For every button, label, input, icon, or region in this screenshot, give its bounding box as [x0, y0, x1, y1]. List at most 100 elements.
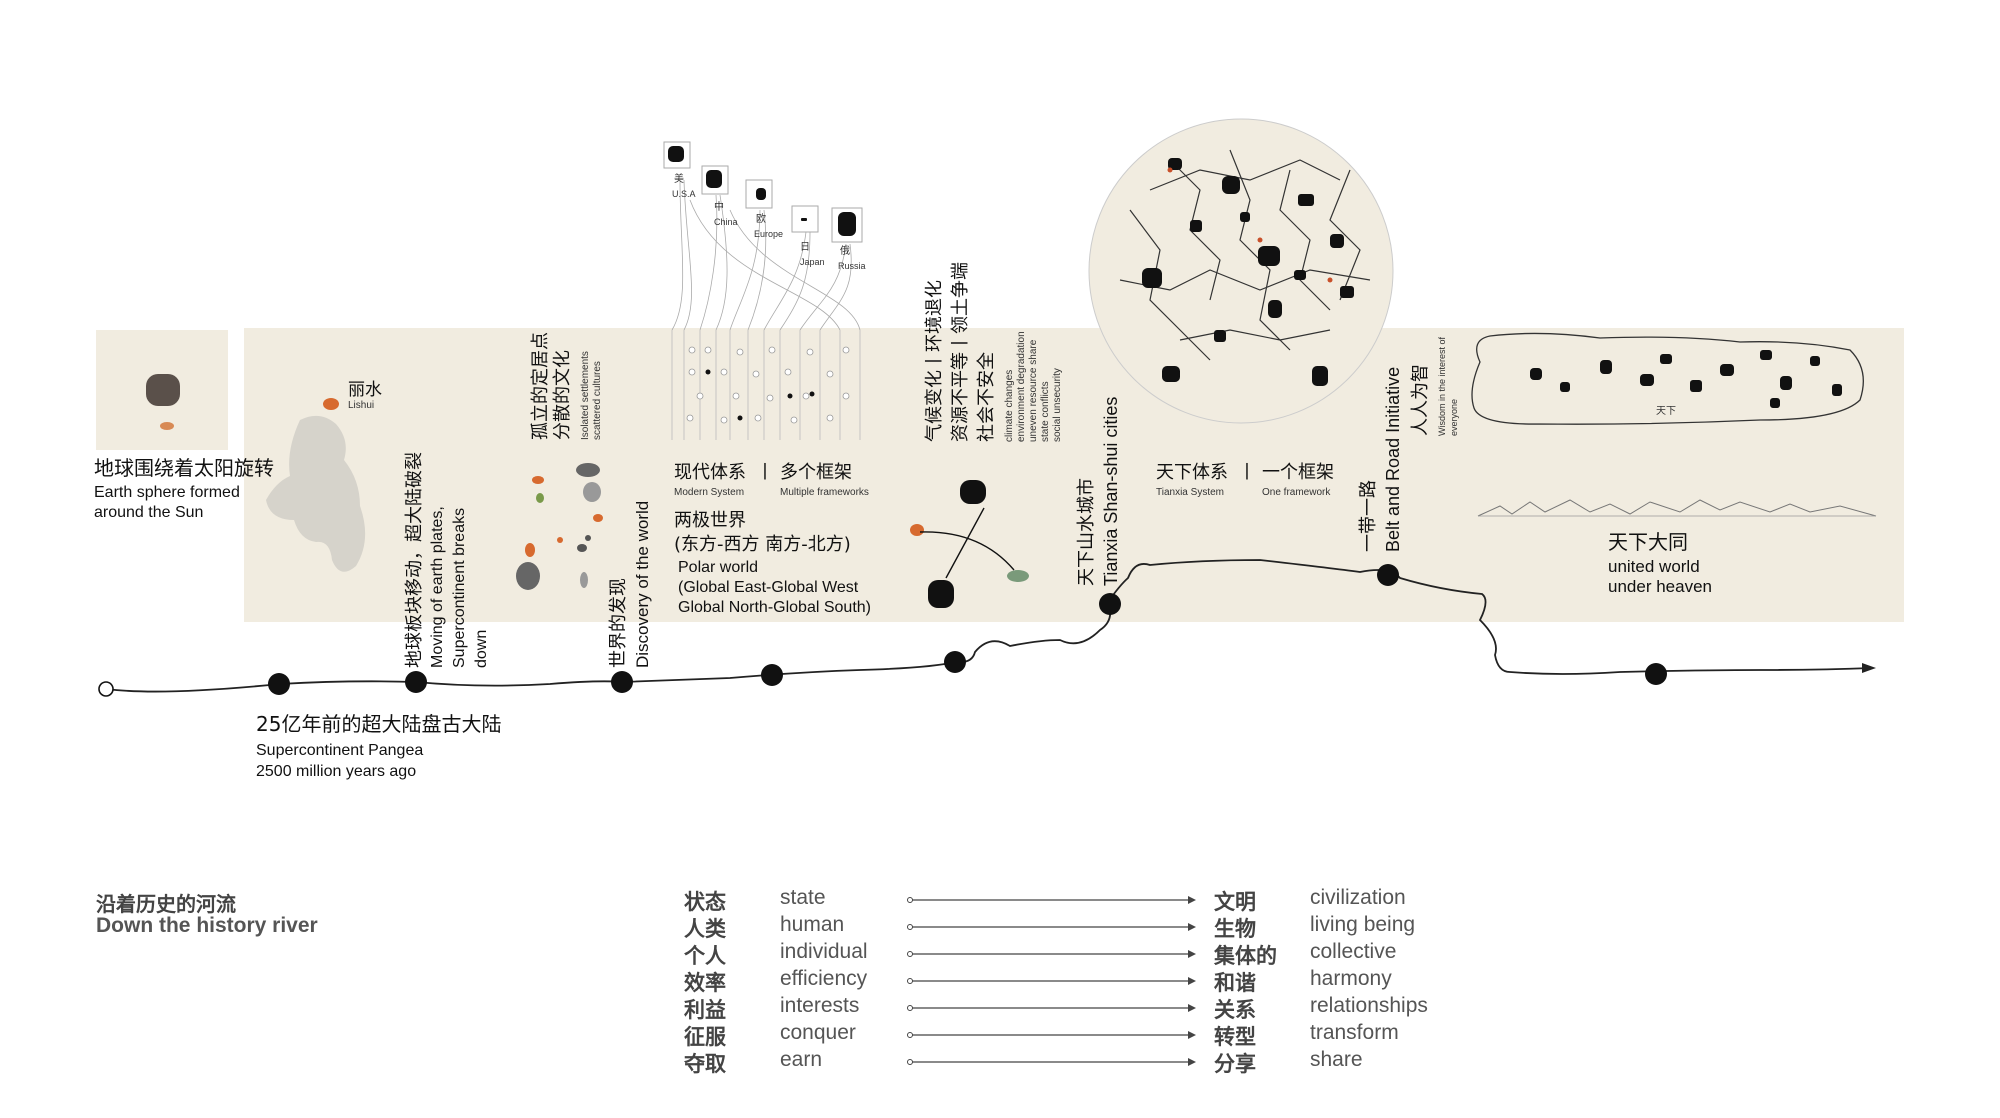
datong-label-en1: united world — [1608, 557, 1700, 576]
power-russia-cn: 俄 — [840, 246, 850, 257]
plates-label-en3: down — [473, 629, 490, 668]
lishui-dot — [323, 398, 339, 410]
modern-system-grid — [671, 330, 861, 440]
isolated-label-en1: Isolated settlements — [580, 351, 591, 440]
climate-label-en3: uneven resource share — [1028, 339, 1039, 442]
legend-to-cn: 转型 — [1214, 1025, 1256, 1049]
legend-to-en: living being — [1310, 913, 1416, 936]
legend-from-cn: 个人 — [684, 944, 726, 968]
polar-label-cn1: 两极世界 — [674, 510, 746, 531]
tianxia-circle — [1088, 118, 1394, 424]
legend-to-en: relationships — [1310, 994, 1428, 1017]
legend-from-en: efficiency — [780, 967, 868, 990]
polar-arrows — [919, 507, 1015, 579]
plates-label-en1: Moving of earth plates, — [429, 506, 446, 668]
tianxia-network — [1119, 149, 1371, 361]
tianxia-blob-stones — [1530, 350, 1842, 408]
legend-to-en: civilization — [1310, 886, 1406, 909]
power-boxes — [663, 141, 863, 243]
plates-label-en2: Supercontinent breaks — [451, 507, 468, 668]
legend-from-cn: 利益 — [684, 998, 726, 1022]
legend-title-en: Down the history river — [96, 914, 318, 937]
tianxia-system-separator: 丨 — [1238, 462, 1256, 483]
modern-system-nodes — [686, 346, 850, 424]
legend-from-cn: 夺取 — [684, 1052, 726, 1076]
legend-from-en: individual — [780, 940, 868, 963]
legend-from-cn: 人类 — [684, 917, 726, 941]
tianxia-system-label-cn-b: 一个框架 — [1262, 462, 1334, 483]
pangea-landmass — [266, 415, 366, 572]
legend-to-en: collective — [1310, 940, 1397, 963]
lishui-label-cn: 丽水 — [348, 380, 382, 400]
tianxia-cities-label-en: Tianxia Shan-shui cities — [1101, 396, 1121, 586]
isolated-label-cn1: 孤立的定居点 — [530, 332, 551, 440]
legend-to-en: transform — [1310, 1021, 1399, 1044]
sun-label-en1: Earth sphere formed — [94, 484, 240, 501]
power-europe-cn: 欧 — [756, 214, 766, 225]
belt-label-cn: 一带一路 — [1358, 480, 1379, 552]
power-japan-en: Japan — [800, 257, 825, 267]
power-usa-cn: 美 — [674, 174, 684, 185]
modern-system-strands — [671, 179, 861, 331]
polar-label-en3: Global North-Global South) — [678, 599, 871, 616]
legend-from-cn: 效率 — [684, 971, 726, 995]
power-china-cn: 中 — [714, 202, 724, 213]
power-japan-cn: 日 — [800, 242, 810, 253]
pangea-label-en1: Supercontinent Pangea — [256, 742, 424, 759]
climate-label-en5: social unsecurity — [1052, 368, 1063, 442]
modern-label-cn-b: 多个框架 — [780, 462, 852, 483]
climate-label-en4: state conflicts — [1040, 381, 1051, 442]
tianxia-blob-outline — [1471, 332, 1864, 425]
isolated-label-en2: scattered cultures — [592, 361, 603, 440]
discovery-label-cn: 世界的发现 — [608, 578, 629, 668]
wisdom-label-cn: 人人为智 — [1410, 364, 1431, 436]
tianxia-system-label-en-a: Tianxia System — [1156, 487, 1224, 498]
polar-stone-top — [960, 480, 986, 504]
power-china-en: China — [714, 217, 738, 227]
legend-from-en: state — [780, 886, 826, 909]
isolated-label-cn2: 分散的文化 — [552, 350, 573, 440]
polar-label-cn2: (东方-西方 南方-北方) — [674, 534, 851, 555]
climate-label-cn3: 社会不安全 — [976, 352, 997, 442]
scattered-culture-pieces — [516, 463, 603, 590]
wisdom-label-en2: everyone — [1449, 398, 1459, 436]
climate-label-cn2: 资源不平等丨领土争端 — [950, 262, 971, 442]
sun-stone — [146, 374, 180, 406]
modern-label-cn-a: 现代体系 — [674, 462, 746, 483]
river-arrowhead — [1862, 663, 1876, 673]
legend-from-en: interests — [780, 994, 860, 1017]
climate-label-en1: climate changes — [1004, 369, 1015, 442]
belt-label-en: Belt and Road Initiative — [1383, 366, 1403, 552]
legend-to-cn: 关系 — [1214, 998, 1256, 1022]
legend-to-cn: 集体的 — [1214, 944, 1277, 968]
polar-stone-bottom — [928, 580, 954, 608]
polar-dot-green — [1007, 570, 1029, 582]
power-usa-en: U.S.A — [672, 189, 696, 199]
pangea-label-cn: 25亿年前的超大陆盘古大陆 — [256, 712, 502, 736]
legend-from-cn: 状态 — [684, 890, 726, 914]
tianxia-system-label-en-b: One framework — [1262, 487, 1331, 498]
datong-label-en2: under heaven — [1608, 577, 1712, 596]
plates-label-cn: 地球板块移动，超大陆破裂 — [404, 452, 425, 668]
tianxia-network-stones — [1142, 158, 1354, 386]
legend-from-en: human — [780, 913, 845, 936]
modern-label-en-a: Modern System — [674, 487, 745, 498]
sun-dot — [160, 422, 174, 430]
power-russia-en: Russia — [838, 261, 866, 271]
legend-to-cn: 分享 — [1214, 1052, 1256, 1076]
legend-from-en: conquer — [780, 1021, 856, 1044]
legend-to-cn: 和谐 — [1214, 971, 1256, 995]
discovery-label-en: Discovery of the world — [633, 500, 652, 668]
sun-label-cn: 地球围绕着太阳旋转 — [94, 456, 274, 480]
legend-title-cn: 沿着历史的河流 — [96, 892, 236, 916]
sun-label-en2: around the Sun — [94, 504, 204, 521]
legend-to-cn: 生物 — [1214, 917, 1256, 941]
legend-to-cn: 文明 — [1214, 890, 1256, 914]
pangea-label-en2: 2500 million years ago — [256, 763, 417, 780]
legend-from-cn: 征服 — [684, 1025, 726, 1049]
power-europe-en: Europe — [754, 229, 784, 239]
wisdom-label-en1: Wisdom in the interest of — [1437, 336, 1447, 436]
power-stones — [668, 146, 856, 236]
legend-arrows — [912, 899, 1188, 1063]
